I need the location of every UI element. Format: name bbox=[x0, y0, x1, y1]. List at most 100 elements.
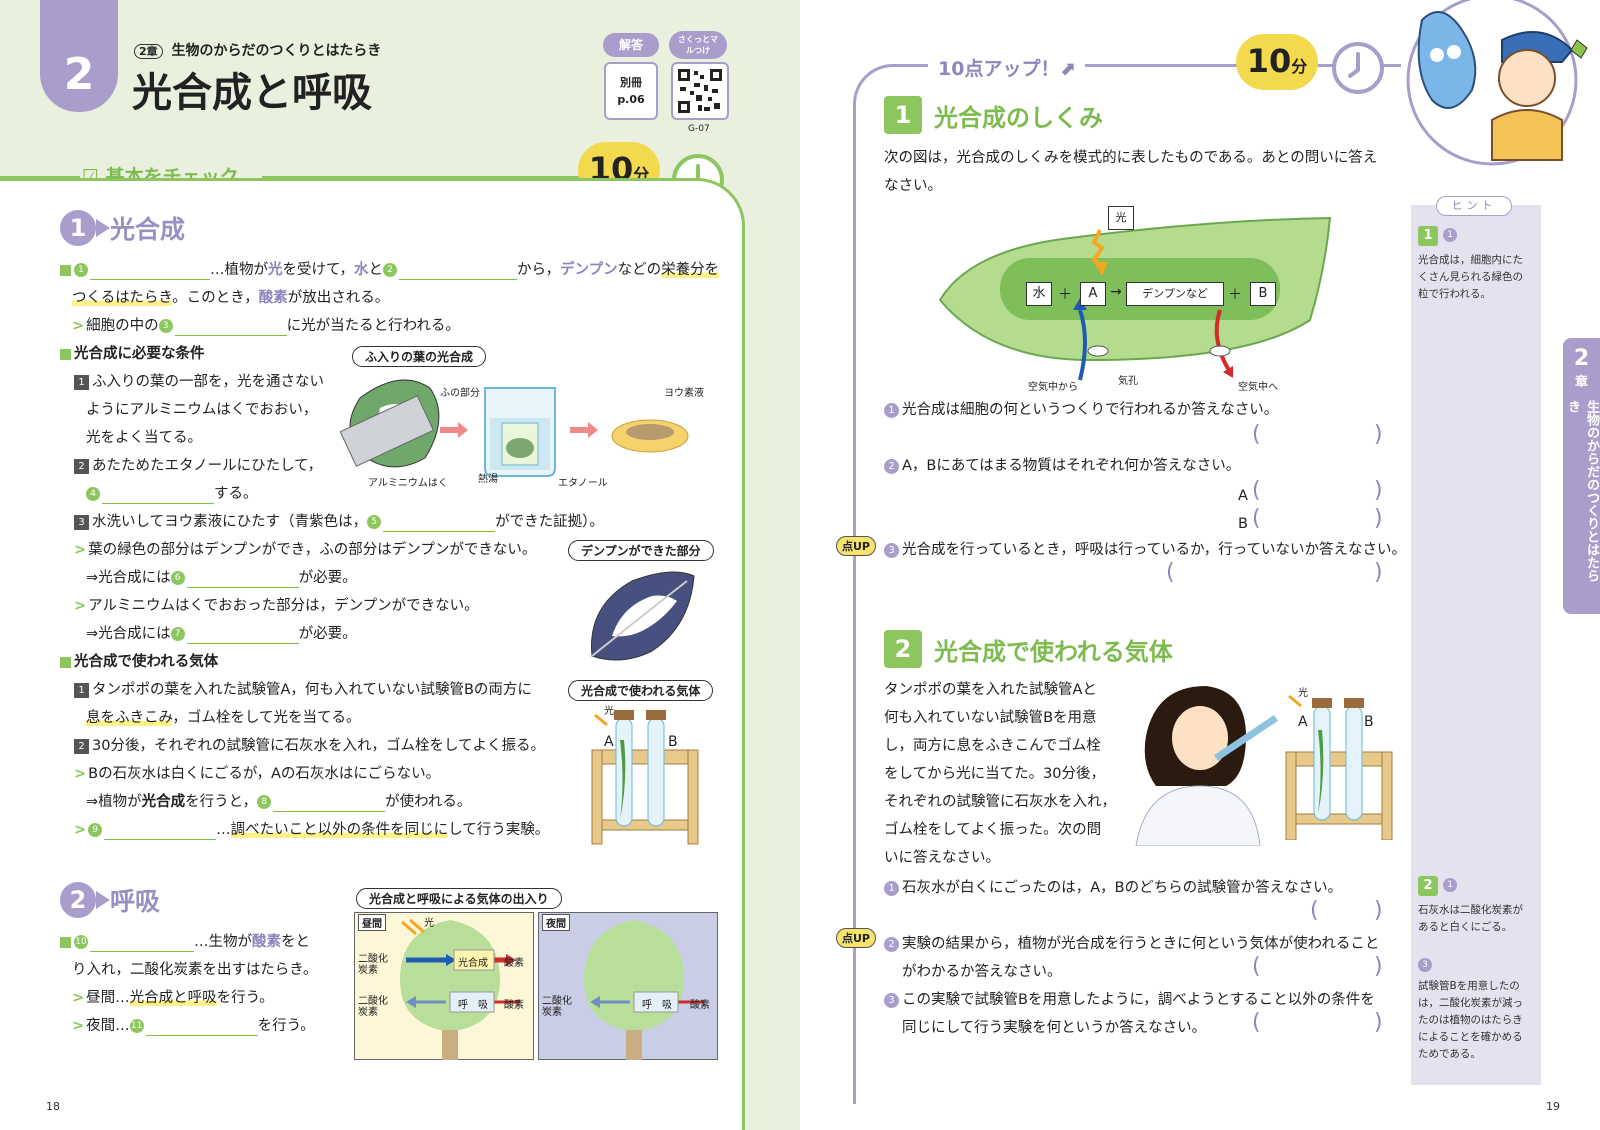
blank-11[interactable] bbox=[145, 1020, 258, 1036]
tree-gas-exchange-figure bbox=[400, 918, 704, 1060]
page-number-right: 19 bbox=[1546, 1100, 1560, 1113]
blank-1[interactable] bbox=[90, 264, 210, 280]
blank-7[interactable] bbox=[186, 628, 299, 644]
chevron-right-icon: > bbox=[74, 822, 87, 838]
q2-text-4: をしてから光に当てた。30分後， bbox=[884, 766, 1106, 782]
clock-icon-right bbox=[1330, 40, 1386, 100]
q2-sub3-close: ) bbox=[1374, 1010, 1383, 1035]
section-1-number: 1 bbox=[60, 210, 110, 246]
question-number: 3 bbox=[884, 542, 899, 558]
timer-badge-right: 10分 bbox=[1236, 34, 1318, 90]
fig3-b: B bbox=[668, 734, 678, 750]
point-up-badge-1: 点UP bbox=[836, 536, 876, 556]
q2-text-1: タンポポの葉を入れた試験管Aと bbox=[884, 682, 1097, 698]
fig4-resp-day: 呼 吸 bbox=[458, 1000, 488, 1011]
blank-4[interactable] bbox=[102, 488, 214, 504]
starch-leaf-figure bbox=[591, 571, 695, 661]
practice-box bbox=[853, 64, 1401, 1104]
answer-ref-box[interactable]: 別冊 p.06 bbox=[604, 62, 658, 120]
practice-header: 10点アップ！⬈ bbox=[928, 54, 1086, 81]
fig4-co2-day: 二酸化炭素 bbox=[358, 954, 388, 976]
answer-label: 解答 bbox=[603, 33, 659, 57]
q2-sub2b: がわかるか答えなさい。 bbox=[902, 964, 1062, 980]
girl-blowing-test-tube-illustration bbox=[1135, 686, 1278, 846]
blank-8[interactable] bbox=[273, 796, 386, 812]
hint-1-badge: 1 1 bbox=[1418, 224, 1458, 246]
page-title: 光合成と呼吸 bbox=[132, 70, 372, 116]
blank-2[interactable] bbox=[399, 264, 517, 280]
diagram-b: B bbox=[1250, 282, 1276, 306]
bullet-square bbox=[60, 936, 71, 948]
blank-3[interactable] bbox=[174, 320, 287, 336]
q1-ans-b-close: ) bbox=[1374, 506, 1383, 531]
hint-2-badge: 2 1 bbox=[1418, 874, 1458, 896]
q2-sub1-open[interactable]: ( bbox=[1310, 898, 1319, 923]
check-header-rule bbox=[0, 176, 80, 179]
step-number: 1 bbox=[74, 374, 89, 390]
hint-1-line-1: 光合成は，細胞内にた bbox=[1418, 254, 1523, 266]
section-2-number: 2 bbox=[60, 882, 110, 918]
fig4-co2-night: 二酸化炭素 bbox=[542, 996, 572, 1018]
blank-number: 3 bbox=[158, 319, 173, 333]
diagram-stoma: 気孔 bbox=[1118, 376, 1138, 387]
blank-10[interactable] bbox=[90, 936, 194, 952]
diagram-air-out: 空気中へ bbox=[1238, 382, 1278, 393]
fig1-al-label: アルミニウムはく bbox=[368, 478, 448, 489]
blank-number: 4 bbox=[86, 487, 100, 501]
blank-6[interactable] bbox=[186, 572, 299, 588]
blank-5[interactable] bbox=[383, 516, 496, 532]
cond-1c: 光をよく当てる。 bbox=[86, 430, 202, 446]
diagram-plus-2: ＋ bbox=[1228, 287, 1242, 303]
chapter-tag: 2章 bbox=[134, 44, 163, 59]
q1-sub3-open[interactable]: ( bbox=[1166, 560, 1175, 585]
diagram-water: 水 bbox=[1026, 282, 1052, 306]
arrow-up-icon: ⬈ bbox=[1059, 58, 1076, 80]
q2-text-7: いに答えなさい。 bbox=[884, 850, 1000, 866]
chapter-side-tab[interactable]: 2 章 生物のからだのつくりとはたらき bbox=[1563, 338, 1600, 614]
chevron-right-icon: > bbox=[74, 598, 87, 614]
section-1-title: 光合成 bbox=[110, 215, 186, 244]
q1-ans-b-open[interactable]: ( bbox=[1252, 506, 1261, 531]
q1-number: 1 bbox=[884, 96, 922, 134]
fig4-resp-night: 呼 吸 bbox=[642, 1000, 672, 1011]
q2-fig-b: B bbox=[1364, 714, 1374, 730]
qr-code-id: G-07 bbox=[688, 124, 710, 134]
qr-code-icon[interactable] bbox=[671, 62, 729, 120]
cond-heading: 光合成に必要な条件 bbox=[60, 344, 205, 364]
answer-ref-book: 別冊 bbox=[620, 76, 642, 89]
fig4-photo: 光合成 bbox=[458, 958, 488, 969]
q2-fig-light: 光 bbox=[1298, 688, 1308, 699]
blank-number: 11 bbox=[129, 1019, 144, 1033]
blank-number: 7 bbox=[170, 627, 185, 641]
q1-ans-a-open[interactable]: ( bbox=[1252, 478, 1261, 503]
left-page: 2 2章 生物のからだのつくりとはたらき 光合成と呼吸 解答 別冊 p.06 さ… bbox=[0, 0, 800, 1130]
q2-sub2-close: ) bbox=[1374, 954, 1383, 979]
fig1-caption: ふ入りの葉の光合成 bbox=[352, 346, 487, 367]
blank-9[interactable] bbox=[104, 824, 217, 840]
fig4-co2-day-2: 二酸化炭素 bbox=[358, 996, 388, 1018]
q2-text-2: 何も入れていない試験管Bを用意 bbox=[884, 710, 1097, 726]
fig4-light: 光 bbox=[424, 918, 434, 929]
quick-check-label: さくっとマルつけ bbox=[669, 31, 727, 59]
fig4-o2-night: 酸素 bbox=[690, 1000, 710, 1011]
chapter-subtitle-row: 2章 生物のからだのつくりとはたらき bbox=[134, 40, 381, 60]
q1-sub1-answer-open[interactable]: ( bbox=[1252, 422, 1261, 447]
q2-sub3-open[interactable]: ( bbox=[1252, 1010, 1261, 1035]
fig4-caption: 光合成と呼吸による気体の出入り bbox=[356, 888, 562, 909]
s2-line-1: 10…生物が酸素をと bbox=[60, 932, 310, 952]
q2-sub2-open[interactable]: ( bbox=[1252, 954, 1261, 979]
hint-3-line-5: ためである。 bbox=[1418, 1048, 1481, 1060]
mascot-characters-illustration bbox=[1406, 0, 1588, 166]
question-number: 2 bbox=[884, 936, 899, 952]
hint-3-line-1: 試験管Bを用意したの bbox=[1418, 980, 1520, 992]
question-number: 2 bbox=[884, 458, 899, 474]
result-2: >アルミニウムはくでおおった部分は，デンプンができない。 bbox=[74, 598, 479, 614]
